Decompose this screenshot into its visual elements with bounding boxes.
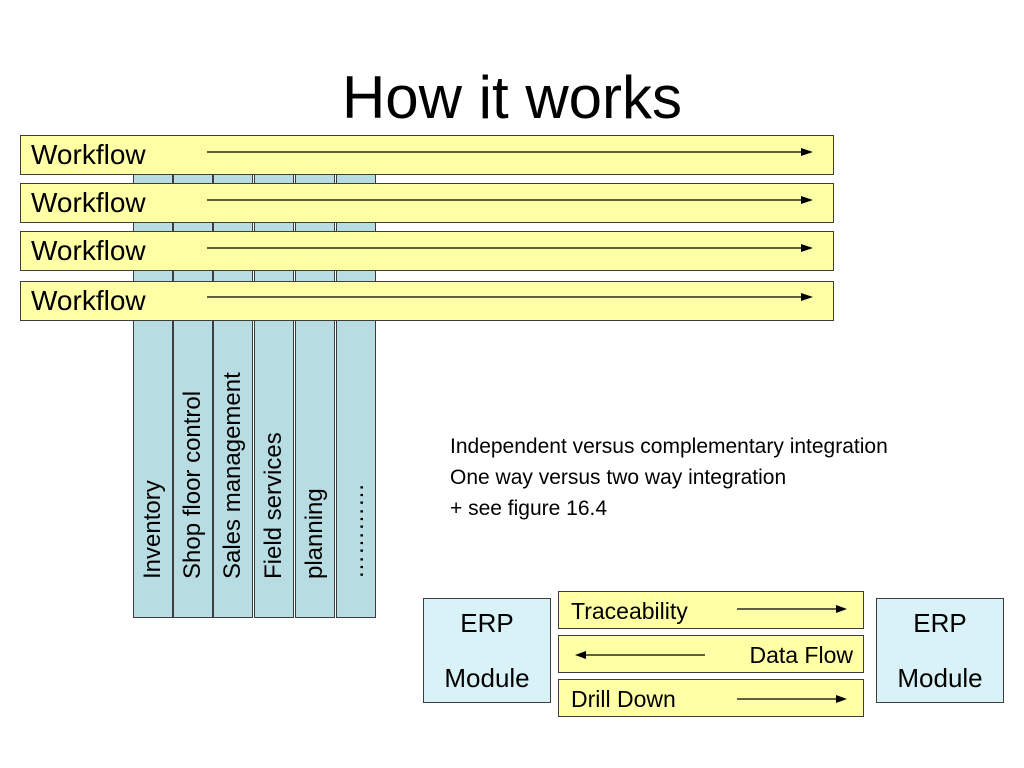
right-arrow-icon (737, 695, 847, 703)
flow-label: Traceability (571, 598, 688, 624)
workflow-label: Workflow (31, 187, 146, 218)
flow-label: Drill Down (571, 686, 676, 712)
right-arrow-icon (737, 605, 847, 613)
workflow-label: Workflow (31, 139, 146, 170)
flow-label: Data Flow (749, 642, 853, 668)
workflow-bar: Workflow (20, 281, 834, 321)
erp-module-line1: ERP (913, 608, 967, 638)
right-arrow-icon (207, 293, 813, 301)
note-line: Independent versus complementary integra… (450, 435, 888, 458)
module-label: Inventory (139, 480, 166, 579)
module-label: Field services (260, 432, 287, 579)
module-label: ………… (342, 483, 369, 579)
workflow-bar: Workflow (20, 135, 834, 175)
slide-title: How it works (341, 64, 683, 131)
flow-drill-down: Drill Down (558, 679, 864, 717)
workflow-label: Workflow (31, 235, 146, 266)
erp-module-line2: Module (444, 663, 530, 693)
workflow-bar: Workflow (20, 231, 834, 271)
module-label: Shop floor control (179, 390, 206, 579)
right-arrow-icon (207, 148, 813, 156)
note-line: One way versus two way integration (450, 466, 787, 489)
flow-data-flow: Data Flow (558, 635, 864, 673)
erp-module-left: ERP Module (423, 598, 551, 703)
right-arrow-icon (207, 244, 813, 252)
erp-module-right: ERP Module (876, 598, 1004, 703)
workflow-bar: Workflow (20, 183, 834, 223)
right-arrow-icon (207, 196, 813, 204)
erp-module-line1: ERP (460, 608, 514, 638)
flow-traceability: Traceability (558, 591, 864, 629)
workflow-label: Workflow (31, 285, 146, 316)
integration-notes: Independent versus complementary integra… (450, 431, 888, 524)
erp-module-line2: Module (897, 663, 983, 693)
left-arrow-icon (575, 651, 705, 659)
module-label: planning (301, 488, 328, 579)
module-label: Sales management (219, 372, 246, 579)
note-line: + see figure 16.4 (450, 497, 608, 520)
